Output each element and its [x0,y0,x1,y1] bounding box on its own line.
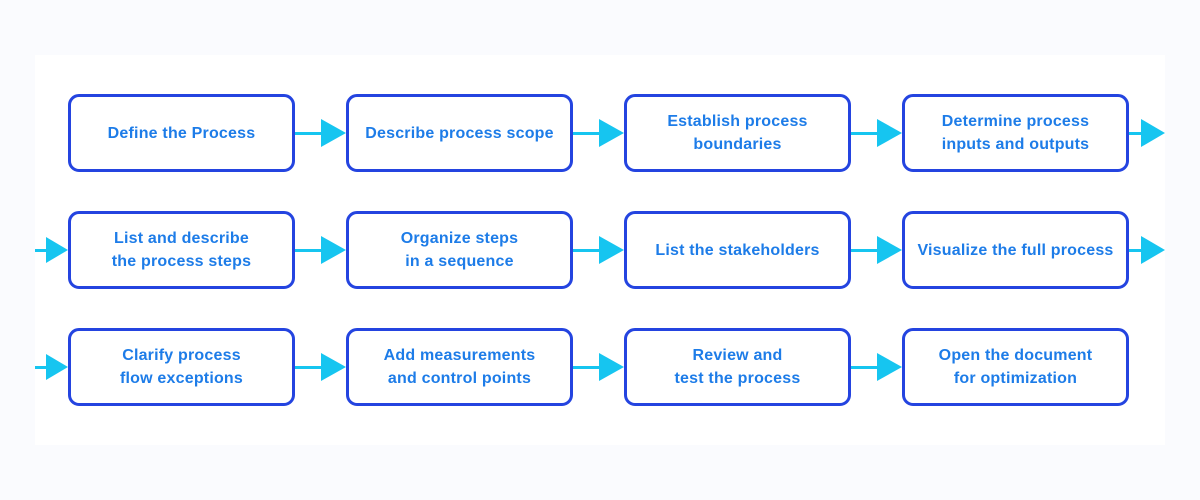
step-organize-steps-sequence: Organize steps in a sequence [346,211,573,289]
arrow-shaft [35,248,46,252]
step-label: Determine process inputs and outputs [941,113,1090,153]
step-clarify-flow-exceptions: Clarify process flow exceptions [68,328,295,406]
arrow-shaft [573,365,599,369]
arrow-shaft [851,248,877,252]
arrow-shaft [573,248,599,252]
arrow-shaft [851,131,877,135]
arrow-head [321,236,346,264]
step-label: Review and test the process [674,347,801,387]
step-describe-process-scope: Describe process scope [346,94,573,172]
step-label: Organize steps in a sequence [400,230,519,270]
arrow-head [321,119,346,147]
step-determine-inputs-outputs: Determine process inputs and outputs [902,94,1129,172]
arrow-right-icon [1129,236,1165,264]
arrow-shaft [851,365,877,369]
arrow-head [1141,119,1165,147]
step-add-measurements-control-points: Add measurements and control points [346,328,573,406]
arrow-shaft [573,131,599,135]
arrow-head [1141,236,1165,264]
step-review-and-test-process: Review and test the process [624,328,851,406]
arrow-right-icon [573,119,624,147]
arrow-head [599,236,624,264]
arrow-right-icon [851,236,902,264]
step-list-describe-steps: List and describe the process steps [68,211,295,289]
arrow-right-icon [573,236,624,264]
step-define-the-process: Define the Process [68,94,295,172]
step-label: Establish process boundaries [667,113,808,153]
step-label: Clarify process flow exceptions [119,347,244,387]
arrow-head [599,119,624,147]
step-list-the-stakeholders: List the stakeholders [624,211,851,289]
arrow-shaft [295,365,321,369]
arrow-shaft [295,131,321,135]
step-label: Define the Process [107,124,256,142]
step-label: Open the document for optimization [938,347,1093,387]
arrow-right-icon [851,119,902,147]
arrow-head [321,353,346,381]
arrow-head [877,236,902,264]
arrow-shaft [295,248,321,252]
arrow-right-icon [851,353,902,381]
diagram-canvas: Define the Process Describe process scop… [35,55,1165,445]
arrow-right-icon [1129,119,1165,147]
arrow-head [46,237,68,263]
arrow-right-icon [295,236,346,264]
step-visualize-full-process: Visualize the full process [902,211,1129,289]
arrow-head [877,353,902,381]
step-label: Describe process scope [365,124,554,142]
arrow-right-icon [295,353,346,381]
step-establish-process-boundaries: Establish process boundaries [624,94,851,172]
arrow-right-icon [295,119,346,147]
arrow-shaft [35,365,46,369]
step-label: Add measurements and control points [383,347,536,387]
arrow-shaft [1129,248,1141,252]
arrow-right-icon [35,236,68,264]
step-label: Visualize the full process [917,241,1114,259]
arrow-right-icon [35,353,68,381]
step-label: List and describe the process steps [111,230,252,270]
step-open-document-for-optimization: Open the document for optimization [902,328,1129,406]
arrow-head [877,119,902,147]
arrow-shaft [1129,131,1141,135]
step-label: List the stakeholders [655,241,820,259]
arrow-right-icon [573,353,624,381]
arrow-head [46,354,68,380]
arrow-head [599,353,624,381]
